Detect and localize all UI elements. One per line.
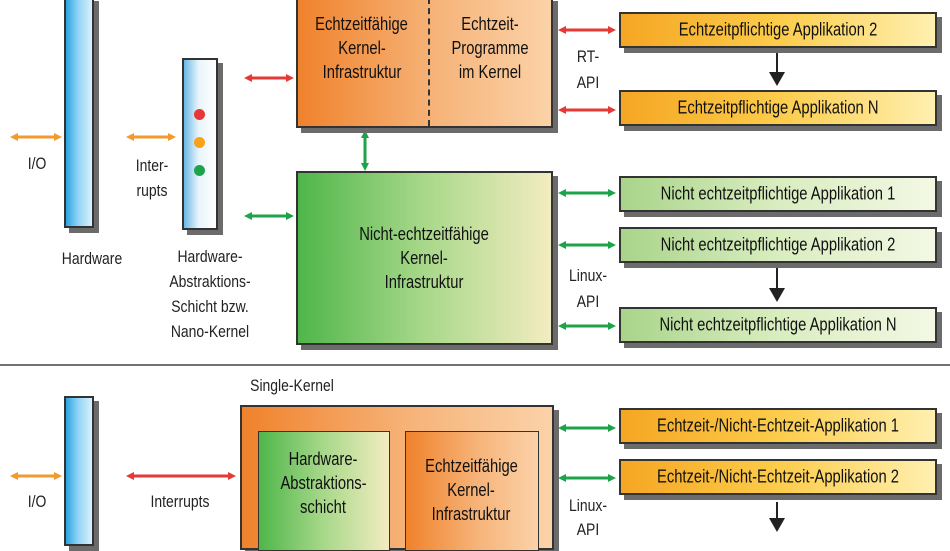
single-kernel-label: Single-Kernel (250, 376, 334, 395)
nrt-app-1: Nicht echtzeitpflichtige Applikation 1 (619, 176, 937, 212)
rt-kernel-infra-line1: Echtzeitfähige (315, 14, 409, 34)
status-led-green-icon (194, 165, 205, 176)
nrt-app-n: Nicht echtzeitpflichtige Applikation N (619, 307, 937, 343)
io-label: I/O (27, 154, 47, 173)
rt-kernel-block: Echtzeitfähige Kernel- Infrastruktur Ech… (296, 0, 553, 128)
rt-infra-inner-block: Echtzeitfähige Kernel- Infrastruktur (405, 431, 539, 551)
nrt-kernel-line1: Nicht-echtzeitfähige (359, 224, 490, 244)
hal-inner-text: Hardware- Abstraktions- schicht (259, 432, 388, 528)
hal-inner-line3: schicht (300, 497, 347, 517)
hal-label-line3: Schicht bzw. (171, 297, 249, 316)
linux-api-bottom-line2: API (576, 520, 600, 539)
hal-inner-line1: Hardware- (289, 449, 358, 469)
linux-api-label-line2: API (576, 292, 600, 311)
rt-kernel-infra-line2: Kernel- (338, 38, 386, 58)
hardware-label: Hardware (61, 249, 123, 268)
rt-apps-continuation-head (769, 72, 785, 86)
rt-infra-inner-text: Echtzeitfähige Kernel- Infrastruktur (406, 432, 537, 538)
rt-kernel-infra-line3: Infrastruktur (322, 62, 402, 82)
single-kernel-block: Hardware- Abstraktions- schicht Echtzeit… (240, 405, 554, 551)
nrt-kernel-line2: Kernel- (400, 248, 449, 268)
rt-infra-inner-line1: Echtzeitfähige (425, 456, 518, 476)
nrt-kernel-text: Nicht-echtzeitfähige Kernel- Infrastrukt… (298, 173, 551, 343)
rt-kernel-infrastructure: Echtzeitfähige Kernel- Infrastruktur (298, 0, 426, 98)
nrt-app-2-label: Nicht echtzeitpflichtige Applikation 2 (660, 234, 896, 255)
linux-api-bottom-line1: Linux- (569, 496, 607, 515)
rt-app-n-label: Echtzeitpflichtige Applikation N (677, 97, 879, 118)
hal-inner-block: Hardware- Abstraktions- schicht (258, 431, 390, 551)
hal-inner-line2: Abstraktions- (280, 473, 367, 493)
rt-app-2-label: Echtzeitpflichtige Applikation 2 (678, 19, 878, 40)
mixed-app-2: Echtzeit-/Nicht-Echtzeit-Applikation 2 (619, 459, 937, 495)
mixed-app-1: Echtzeit-/Nicht-Echtzeit-Applikation 1 (619, 408, 937, 444)
hal-label-line2: Abstraktions- (169, 272, 251, 291)
interrupts-label-line2: rupts (136, 181, 168, 200)
rt-infra-inner-line2: Kernel- (447, 480, 496, 500)
status-led-orange-icon (194, 137, 205, 148)
rt-app-2: Echtzeitpflichtige Applikation 2 (619, 12, 937, 48)
rt-kernel-divider (428, 0, 430, 126)
hal-label-line4: Nano-Kernel (170, 322, 250, 341)
hardware-block-bottom (64, 396, 94, 546)
apps-continuation-head-bottom (769, 518, 785, 532)
hal-nano-kernel-block (182, 58, 218, 230)
interrupts-label-bottom: Interrupts (150, 492, 210, 511)
nrt-kernel-line3: Infrastruktur (385, 272, 464, 292)
mixed-app-2-label: Echtzeit-/Nicht-Echtzeit-Applikation 2 (656, 466, 900, 487)
rt-app-n: Echtzeitpflichtige Applikation N (619, 90, 937, 126)
rt-api-label-line2: API (576, 73, 600, 92)
nrt-apps-continuation-head (769, 288, 785, 302)
rt-programs-line3: im Kernel (459, 62, 522, 82)
rt-api-label-line1: RT- (576, 47, 600, 66)
status-led-red-icon (194, 109, 205, 120)
rt-programs-line2: Programme (451, 38, 530, 58)
nrt-app-1-label: Nicht echtzeitpflichtige Applikation 1 (660, 183, 896, 204)
rt-programs-line1: Echtzeit- (461, 14, 520, 34)
nrt-app-n-label: Nicht echtzeitpflichtige Applikation N (659, 314, 897, 335)
connector-arrows (0, 26, 950, 532)
io-label-bottom: I/O (27, 492, 47, 511)
mixed-app-1-label: Echtzeit-/Nicht-Echtzeit-Applikation 1 (656, 415, 900, 436)
nrt-kernel-block: Nicht-echtzeitfähige Kernel- Infrastrukt… (296, 171, 553, 345)
interrupts-label-line1: Inter- (135, 156, 169, 175)
hal-label-line1: Hardware- (177, 247, 243, 266)
rt-infra-inner-line3: Infrastruktur (432, 504, 511, 524)
linux-api-label-line1: Linux- (569, 266, 607, 285)
rt-kernel-programs: Echtzeit- Programme im Kernel (430, 0, 551, 98)
nrt-app-2: Nicht echtzeitpflichtige Applikation 2 (619, 227, 937, 263)
hardware-block (64, 0, 94, 228)
